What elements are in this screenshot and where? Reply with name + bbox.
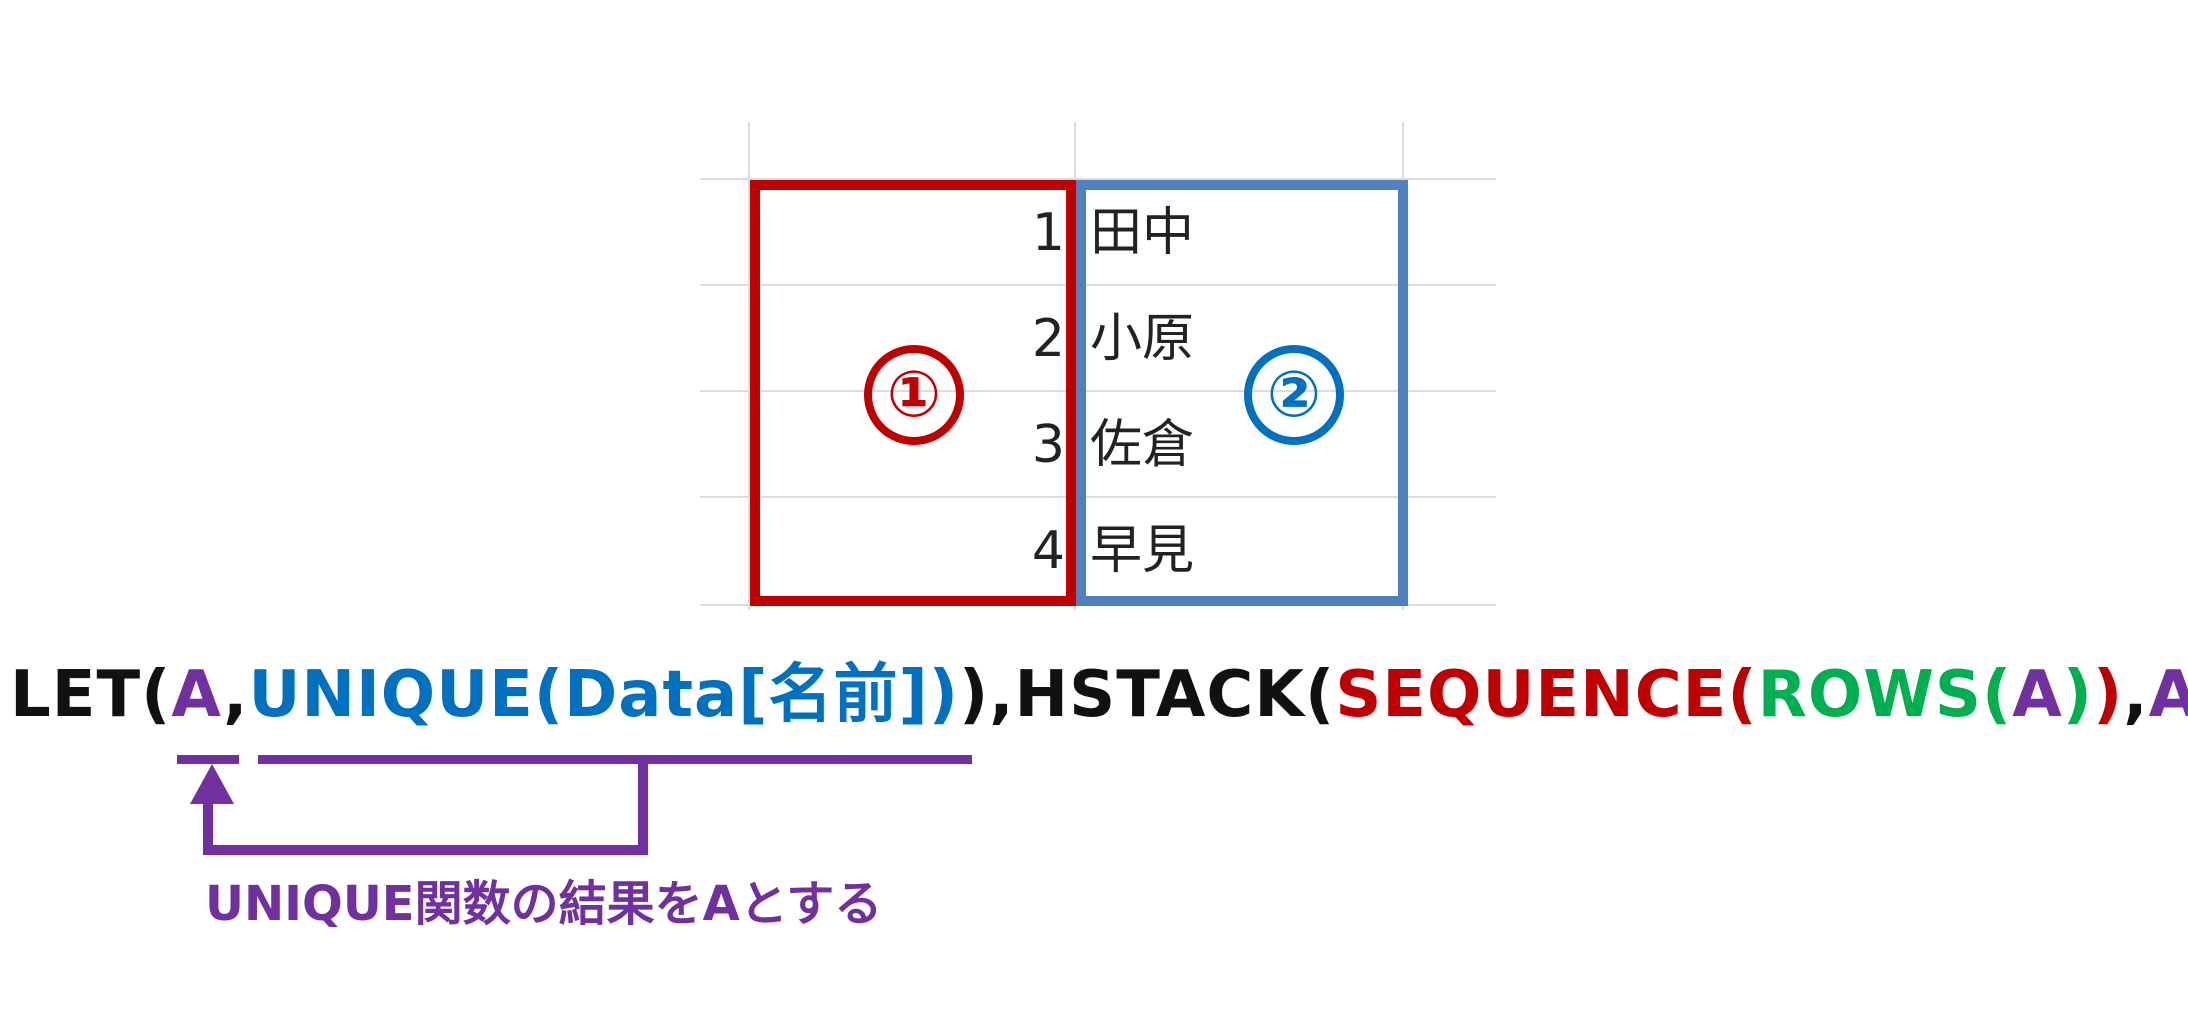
formula-variable-a: A xyxy=(171,658,224,732)
formula-rows-close: ) xyxy=(2062,658,2094,732)
formula-rows: ROWS( xyxy=(1757,658,2013,732)
formula-variable-a: A xyxy=(2012,658,2063,732)
name-cell: 早見 xyxy=(1090,521,1195,581)
formula-variable-a: A xyxy=(2148,658,2188,732)
unique-underline xyxy=(258,755,972,764)
arrow-up-icon xyxy=(190,764,234,804)
grid-line-horizontal xyxy=(700,390,1496,392)
bracket-bottom xyxy=(203,845,648,855)
formula-unique: UNIQUE(Data[名前]) xyxy=(248,658,959,732)
region-1-marker: ① xyxy=(864,345,964,445)
bracket-drop xyxy=(638,755,648,855)
formula-comma: , xyxy=(989,658,1015,732)
unique-column-highlight xyxy=(1076,180,1408,606)
name-cell: 小原 xyxy=(1090,309,1195,369)
formula-hstack: HSTACK( xyxy=(1014,658,1336,732)
grid-line-horizontal xyxy=(700,496,1496,498)
formula-sequence: SEQUENCE( xyxy=(1335,658,1758,732)
formula-comma: , xyxy=(223,658,249,732)
region-2-marker: ② xyxy=(1244,345,1344,445)
formula-comma: , xyxy=(2123,658,2149,732)
sequence-number-cell: 3 xyxy=(1031,415,1065,475)
grid-line-horizontal xyxy=(700,178,1496,180)
sequence-number-cell: 1 xyxy=(1031,203,1065,263)
grid-line-vertical xyxy=(748,122,750,610)
name-cell: 佐倉 xyxy=(1090,415,1195,475)
sequence-number-cell: 2 xyxy=(1031,309,1065,369)
formula-paren: ) xyxy=(958,658,990,732)
sequence-number-cell: 4 xyxy=(1031,521,1065,581)
let-formula: LET(A,UNIQUE(Data[名前])),HSTACK(SEQUENCE(… xyxy=(10,645,2188,745)
annotation-label: UNIQUE関数の結果をAとする xyxy=(205,876,883,932)
formula-let: LET( xyxy=(10,658,172,732)
sequence-column-highlight xyxy=(750,180,1076,606)
a-underline xyxy=(177,755,239,764)
grid-line-horizontal xyxy=(700,284,1496,286)
arrow-shaft xyxy=(203,800,213,855)
formula-sequence-close: ) xyxy=(2093,658,2124,732)
name-cell: 田中 xyxy=(1090,203,1195,263)
